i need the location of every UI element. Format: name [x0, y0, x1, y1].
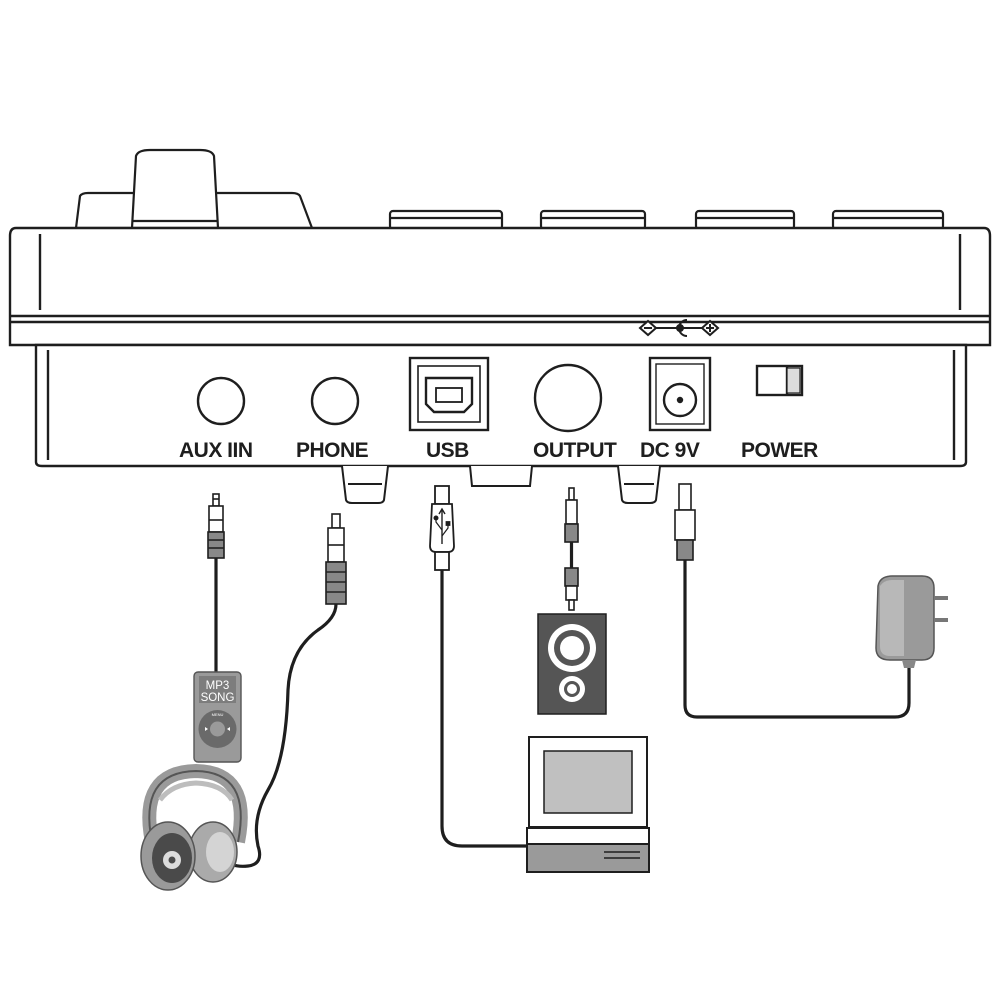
dc-cable — [683, 558, 911, 719]
power-switch-icon[interactable] — [755, 364, 804, 397]
usb-cable — [440, 566, 529, 848]
computer-icon — [526, 736, 650, 873]
output-cable — [564, 487, 579, 611]
aux-plug — [207, 493, 225, 559]
top-button-2[interactable] — [539, 209, 647, 231]
top-controls — [74, 148, 945, 231]
dc-jack[interactable] — [648, 356, 712, 432]
top-button-3[interactable] — [694, 209, 796, 231]
top-button-4[interactable] — [831, 209, 945, 231]
mp3-menu: MENU — [212, 712, 224, 717]
dc-plug — [674, 483, 696, 561]
output-label: OUTPUT — [533, 439, 617, 462]
headphones-icon — [140, 763, 248, 891]
usb-port-icon[interactable] — [408, 356, 490, 432]
power-label: POWER — [741, 439, 818, 462]
phone-plug — [325, 513, 347, 605]
mp3-player-icon: MP3 SONG MENU — [193, 671, 242, 763]
phone-jack[interactable] — [310, 376, 360, 426]
power-adapter-icon — [875, 575, 948, 668]
speaker-icon — [537, 613, 607, 715]
aux-in-jack[interactable] — [196, 376, 246, 426]
dc-label: DC 9V — [640, 439, 700, 462]
volume-knob[interactable] — [130, 148, 220, 230]
mp3-line1: MP3 — [206, 680, 230, 692]
top-button-1[interactable] — [388, 209, 504, 231]
aux-in-label: AUX IIN — [179, 439, 253, 462]
phone-cable — [220, 602, 338, 868]
output-jack[interactable] — [533, 363, 603, 433]
unit-feet — [341, 465, 661, 504]
unit-body — [8, 226, 992, 468]
dc-polarity-icon — [638, 319, 720, 337]
cables — [214, 554, 911, 868]
mp3-line2: SONG — [201, 692, 235, 704]
usb-label: USB — [426, 439, 469, 462]
phone-label: PHONE — [296, 439, 369, 462]
usb-plug — [429, 485, 455, 571]
rear-panel-ports — [196, 356, 804, 433]
